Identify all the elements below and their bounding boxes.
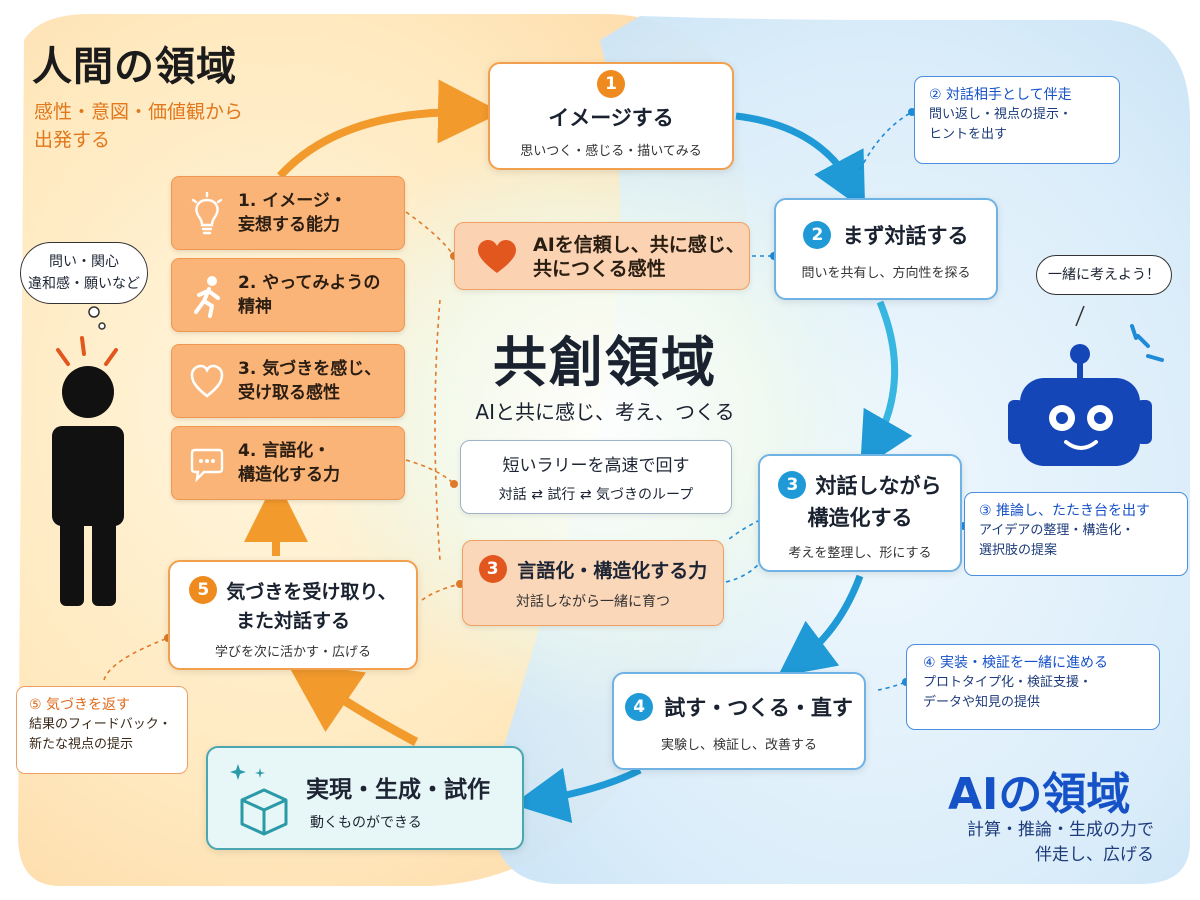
heart-outline-icon bbox=[190, 364, 224, 398]
step-4-sub: 実験し、検証し、改善する bbox=[660, 738, 817, 753]
step-1-number: 1 bbox=[597, 70, 625, 98]
ai-region-title: AIの領域 bbox=[948, 769, 1131, 820]
step-5-card: 5 気づきを受け取り、 また対話する 学びを次に活かす・広げる bbox=[168, 560, 418, 670]
ai-callout-dialogue-partner: ② 対話相手として伴走 問い返し・視点の提示・ ヒントを出す bbox=[914, 76, 1120, 164]
step-2-sub: 問いを共有し、方向性を探る bbox=[801, 266, 971, 281]
realization-sub: 動くものができる bbox=[310, 815, 422, 831]
ai-callout-implementation: ④ 実装・検証を一緒に進める プロトタイプ化・検証支援・ データや知見の提供 bbox=[906, 644, 1160, 730]
step-3-title-line2: 構造化する bbox=[807, 506, 913, 530]
chat-bubble-icon bbox=[190, 448, 224, 483]
realization-title: 実現・生成・試作 bbox=[306, 777, 490, 803]
step-5-number: 5 bbox=[189, 576, 218, 604]
verbalize-structure-card: 3 言語化・構造化する力 対話しながら一緒に育つ bbox=[462, 540, 724, 626]
cube-icon bbox=[230, 764, 288, 836]
step-3-title-line1: 対話しながら bbox=[815, 474, 942, 498]
step-4-title: 試す・つくる・直す bbox=[664, 696, 853, 720]
human-thought-bubble: 問い・関心 違和感・願いなど bbox=[20, 242, 148, 304]
ai-region-subtitle: 計算・推論・生成の力で 伴走し、広げる bbox=[967, 820, 1154, 865]
runner-icon bbox=[194, 276, 220, 318]
thought-dots-icon bbox=[88, 306, 106, 330]
step-1-title: イメージする bbox=[548, 106, 674, 130]
step-5-title-line1: 気づきを受け取り、 bbox=[226, 580, 397, 603]
step-5-title-line2: また対話する bbox=[235, 610, 350, 632]
human-region-subtitle: 感性・意図・価値観から 出発する bbox=[34, 101, 244, 151]
ability-4-card: 4. 言語化・ 構造化する力 bbox=[171, 426, 405, 500]
step-3-number: 3 bbox=[778, 471, 807, 499]
ai-callout-reasoning: ③ 推論し、たたき台を出す アイデアの整理・構造化・ 選択肢の提案 bbox=[964, 492, 1188, 576]
step-3-card: 3 対話しながら 構造化する 考えを整理し、形にする bbox=[758, 454, 962, 572]
step-1-sub: 思いつく・感じる・描いてみる bbox=[520, 144, 702, 159]
cocreation-title: 共創領域 bbox=[493, 331, 717, 394]
human-figure-icon bbox=[52, 336, 124, 606]
robot-icon bbox=[1008, 305, 1164, 466]
human-callout-feedback: ⑤ 気づきを返す 結果のフィードバック・ 新たな視点の提示 bbox=[16, 686, 188, 774]
ability-1-card: 1. イメージ・ 妄想する能力 bbox=[171, 176, 405, 250]
step-2-card: 2 まず対話する 問いを共有し、方向性を探る bbox=[774, 198, 998, 300]
step-5-sub: 学びを次に活かす・広げる bbox=[214, 645, 371, 660]
step-4-number: 4 bbox=[625, 693, 654, 721]
robot-speech-bubble: 一緒に考えよう！ bbox=[1036, 255, 1172, 295]
step-3-sub: 考えを整理し、形にする bbox=[788, 546, 932, 561]
ability-2-card: 2. やってみようの 精神 bbox=[171, 258, 405, 332]
trust-sensibility-card: AIを信頼し、共に感じ、 共につくる感性 bbox=[454, 222, 750, 290]
step-2-number: 2 bbox=[803, 221, 832, 249]
cocreation-subtitle: AIと共に感じ、考え、つくる bbox=[475, 400, 735, 424]
step-2-title: まず対話する bbox=[842, 224, 969, 248]
ability-3-card: 3. 気づきを感じ、 受け取る感性 bbox=[171, 344, 405, 418]
step-4-card: 4 試す・つくる・直す 実験し、検証し、改善する bbox=[612, 672, 866, 770]
heart-icon bbox=[478, 240, 516, 273]
lightbulb-icon bbox=[191, 192, 223, 235]
rally-loop-box: 短いラリーを高速で回す 対話 ⇄ 試行 ⇄ 気づきのループ bbox=[460, 440, 732, 514]
human-region-title: 人間の領域 bbox=[32, 44, 237, 90]
step-1-card: 1 イメージする 思いつく・感じる・描いてみる bbox=[488, 62, 734, 170]
realization-card: 実現・生成・試作 動くものができる bbox=[206, 746, 524, 850]
